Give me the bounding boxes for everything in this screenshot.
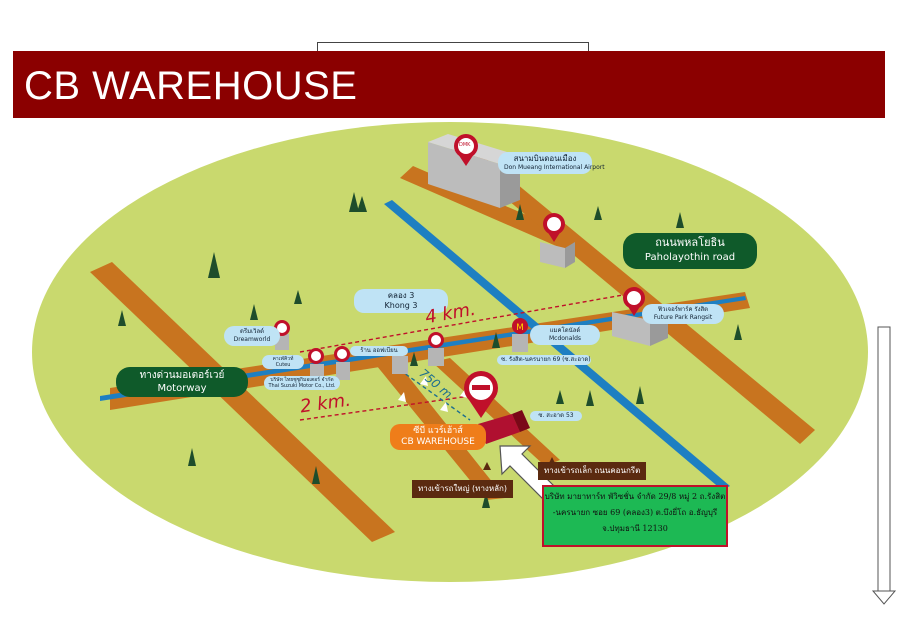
mcdonalds-building bbox=[512, 334, 528, 352]
khlong3-label-th: คลอง 3 bbox=[387, 291, 415, 300]
entrance-marker-large bbox=[483, 462, 491, 470]
warehouse-pin-icon bbox=[464, 371, 498, 418]
airport-pin-text: DMK bbox=[459, 142, 471, 148]
soi53-label: ซ. สะอาด 53 bbox=[530, 411, 582, 421]
soi53-label-th: ซ. สะอาด 53 bbox=[538, 412, 574, 419]
canal-diagonal bbox=[384, 200, 730, 490]
shop-label-th: ร้าน ออฟเบียน bbox=[360, 347, 398, 354]
khlong3-label-en: Khong 3 bbox=[384, 301, 418, 310]
top-tab-outline bbox=[317, 42, 589, 52]
airport-pin-icon bbox=[454, 134, 478, 166]
page-title: CB WAREHOUSE bbox=[24, 64, 358, 108]
dist-750m-line bbox=[399, 369, 471, 421]
address-line2: -นครนายก ซอย 69 (คลอง3) ต.บึงยี่โถ อ.ธัญ… bbox=[552, 508, 718, 517]
zeer-building bbox=[540, 242, 575, 268]
warehouse-label-th: ซีบี แวร์เฮ้าส์ bbox=[413, 426, 463, 436]
soi-road-mid bbox=[432, 358, 560, 466]
shop-label: ร้าน ออฟเบียน bbox=[350, 346, 408, 356]
zeer-pin-icon bbox=[543, 213, 565, 242]
paholayothin-label-en: Paholayothin road bbox=[644, 252, 736, 263]
small-entrance-label: ทางเข้ารถเล็ก ถนนคอนกรีต bbox=[538, 462, 647, 480]
shop-pin-icon-2 bbox=[334, 346, 350, 362]
suzuki-label: บริษัท ไทยซูซูกิมอเตอร์ จำกัด Thai Suzuk… bbox=[264, 376, 340, 390]
future-park-pin-icon bbox=[623, 287, 645, 316]
address-box: บริษัท มายาทาร์ท พัวิซชั่น จำกัด 29/8 หม… bbox=[542, 485, 728, 547]
mcdonalds-label: แมคโดนัลด์ Mcdonalds bbox=[530, 325, 600, 345]
khlong3-label: คลอง 3 Khong 3 bbox=[354, 289, 448, 313]
airport-label-th: สนามบินดอนเมือง bbox=[513, 154, 577, 163]
warehouse-label: ซีบี แวร์เฮ้าส์ CB WAREHOUSE bbox=[390, 424, 486, 450]
dreamworld-label: ดรีมเวิลด์ Dreamworld bbox=[224, 326, 280, 346]
soi69-label-th: ซ. รังสิต-นครนายก 69 (ซ.สะอาด) bbox=[501, 356, 591, 363]
soi69-label: ซ. รังสิต-นครนายก 69 (ซ.สะอาด) bbox=[497, 355, 591, 365]
address-line3: จ.ปทุมธานี 12130 bbox=[602, 524, 668, 533]
motorway-road bbox=[90, 262, 395, 542]
address-line1: บริษัท มายาทาร์ท พัวิซชั่น จำกัด 29/8 หม… bbox=[544, 492, 726, 501]
large-entrance-label: ทางเข้ารถใหญ่ (ทางหลัก) bbox=[412, 480, 513, 498]
shop-building-1 bbox=[428, 348, 444, 366]
dist-4km-line bbox=[299, 291, 641, 353]
canal-horizontal bbox=[100, 296, 746, 401]
future-park-label-en: Future Park Rangsit bbox=[653, 314, 713, 321]
suzuki-label-th: บริษัท ไทยซูซูกิมอเตอร์ จำกัด bbox=[270, 377, 334, 383]
scroll-down-arrow-icon bbox=[871, 326, 897, 605]
shop-building-3 bbox=[336, 362, 350, 380]
paholayothin-label-th: ถนนพหลโยธิน bbox=[655, 236, 725, 249]
mcdonalds-label-en: Mcdonalds bbox=[548, 335, 582, 342]
airport-label-en: Don Mueang International Airport bbox=[504, 164, 605, 171]
shop-building-2 bbox=[392, 356, 408, 374]
warehouse-building bbox=[478, 410, 530, 444]
motorway-label-th: ทางด่วนมอเตอร์เวย์ bbox=[139, 370, 225, 381]
svg-text:M: M bbox=[516, 323, 524, 333]
suzuki-pin-icon bbox=[308, 348, 324, 364]
mcdonalds-label-th: แมคโดนัลด์ bbox=[549, 327, 581, 334]
motorway-label-en: Motorway bbox=[157, 383, 207, 394]
shop-pin-icon-1 bbox=[428, 332, 444, 348]
airport-label: สนามบินดอนเมือง Don Mueang International… bbox=[498, 152, 605, 174]
cuteu-label: คาเฟ่คิวท์ Cuteu bbox=[262, 355, 304, 369]
trees bbox=[118, 192, 742, 508]
warehouse-label-en: CB WAREHOUSE bbox=[401, 437, 475, 447]
dreamworld-label-th: ดรีมเวิลด์ bbox=[239, 328, 265, 335]
future-park-label-th: ฟิวเจอร์พาร์ค รังสิต bbox=[657, 306, 709, 313]
cuteu-label-en: Cuteu bbox=[275, 362, 291, 368]
dreamworld-label-en: Dreamworld bbox=[233, 336, 271, 343]
cuteu-label-th: คาเฟ่คิวท์ bbox=[272, 356, 294, 362]
header-banner bbox=[13, 51, 885, 118]
mcdonalds-pin-icon: M bbox=[512, 318, 528, 334]
suzuki-label-en: Thai Suzuki Motor Co., Ltd. bbox=[268, 383, 336, 389]
future-park-label: ฟิวเจอร์พาร์ค รังสิต Future Park Rangsit bbox=[642, 304, 724, 324]
paholayothin-label: ถนนพหลโยธิน Paholayothin road bbox=[623, 233, 757, 269]
motorway-label: ทางด่วนมอเตอร์เวย์ Motorway bbox=[116, 367, 248, 397]
